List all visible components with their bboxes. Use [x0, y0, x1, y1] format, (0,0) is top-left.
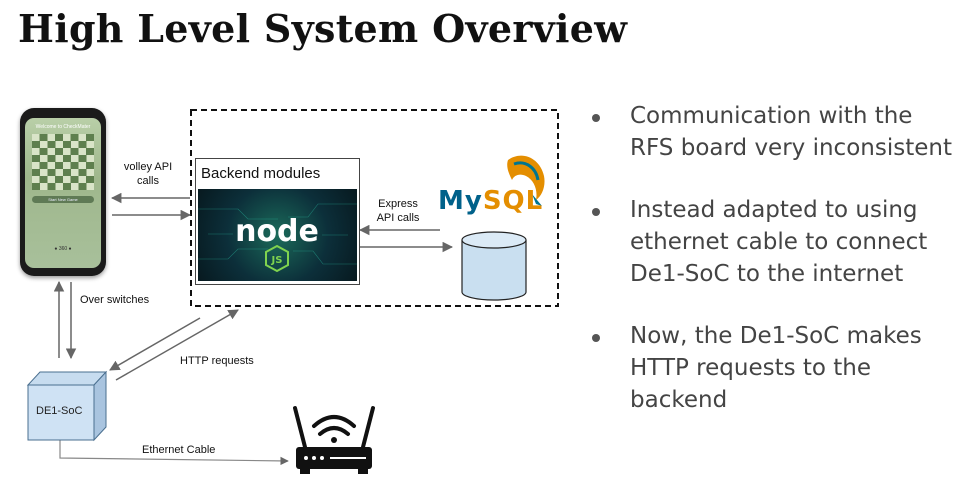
- bullet-text: Instead adapted to using ethernet cable …: [630, 197, 928, 287]
- mysql-logo: MySQL: [438, 187, 543, 215]
- bullet-item: Communication with the RFS board very in…: [590, 100, 960, 164]
- http-requests-label: HTTP requests: [180, 355, 254, 367]
- phone-welcome-text: Welcome to CheckMater: [35, 124, 91, 130]
- bullet-list: Communication with the RFS board very in…: [590, 100, 960, 446]
- arrow-backend-to-de1: [109, 317, 201, 371]
- bullet-dot-icon: [592, 334, 600, 342]
- mysql-my: My: [438, 186, 483, 216]
- bullet-text: Communication with the RFS board very in…: [630, 103, 952, 161]
- over-switches-label: Over switches: [80, 294, 150, 306]
- ethernet-cable-label: Ethernet Cable: [142, 444, 216, 456]
- bullet-text: Now, the De1-SoC makes HTTP requests to …: [630, 323, 922, 413]
- phone-screen: Welcome to CheckMater Start New Game ● 3…: [25, 118, 101, 268]
- router-icon: [293, 406, 375, 474]
- bullet-dot-icon: [592, 114, 600, 122]
- de1-soc-label: DE1-SoC: [36, 405, 83, 417]
- backend-modules-box: Backend modules node JS: [195, 158, 360, 285]
- js-wordmark: JS: [271, 255, 283, 266]
- bullet-dot-icon: [592, 208, 600, 216]
- phone-footer: ● 360 ●: [54, 246, 72, 252]
- database-cylinder: [461, 231, 527, 301]
- volley-api-label: volley API calls: [123, 161, 173, 187]
- phone-app-mockup: Welcome to CheckMater Start New Game ● 3…: [20, 108, 106, 276]
- de1-soc-cube: [26, 370, 108, 442]
- backend-label: Backend modules: [201, 165, 321, 182]
- node-wordmark: node: [235, 214, 319, 249]
- arrow-de1-to-backend: [115, 309, 239, 381]
- chess-board: [32, 134, 94, 190]
- bullet-item: Now, the De1-SoC makes HTTP requests to …: [590, 320, 960, 416]
- ethernet-line: [59, 435, 289, 466]
- bullet-item: Instead adapted to using ethernet cable …: [590, 194, 960, 290]
- mysql-sql: SQL: [482, 186, 544, 216]
- express-api-label: Express API calls: [376, 198, 420, 224]
- backend-boundary: [190, 109, 559, 307]
- system-diagram: [26, 109, 559, 474]
- phone-start-button: Start New Game: [32, 196, 94, 203]
- slide-title: High Level System Overview: [18, 6, 628, 51]
- nodejs-logo: node JS: [198, 189, 357, 281]
- mysql-dolphin-icon: [507, 155, 545, 206]
